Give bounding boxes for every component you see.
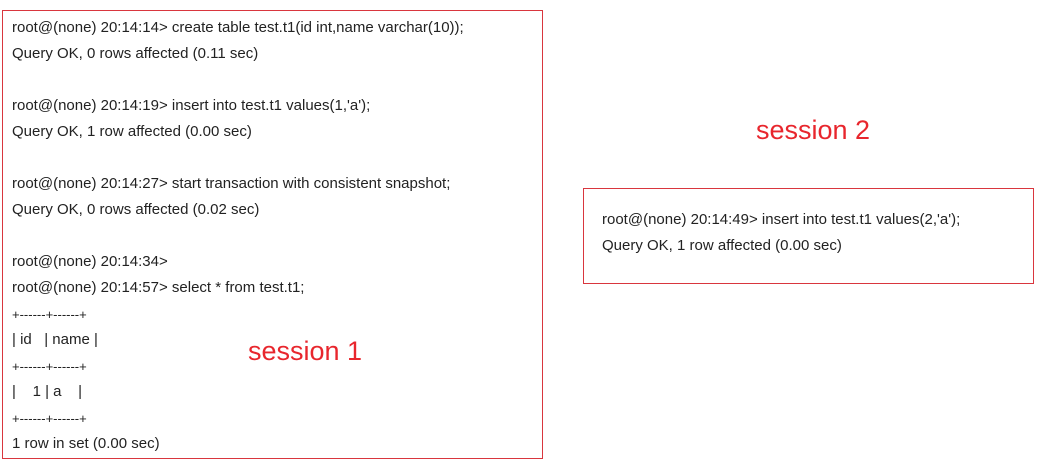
session-2-label: session 2	[756, 115, 871, 145]
session-1-terminal-panel: root@(none) 20:14:14> create table test.…	[2, 10, 543, 459]
result-table-header: | id | name |	[12, 331, 98, 348]
session-1-label: session 1	[248, 336, 363, 366]
result-table-border: +------+------+	[12, 411, 87, 426]
terminal-line: root@(none) 20:14:14> create table test.…	[12, 19, 464, 36]
terminal-line: Query OK, 1 row affected (0.00 sec)	[12, 123, 252, 140]
terminal-line: Query OK, 0 rows affected (0.02 sec)	[12, 201, 260, 218]
terminal-line: root@(none) 20:14:57> select * from test…	[12, 279, 305, 296]
terminal-line: root@(none) 20:14:19> insert into test.t…	[12, 97, 371, 114]
terminal-line: root@(none) 20:14:27> start transaction …	[12, 175, 451, 192]
result-table-border: +------+------+	[12, 359, 87, 374]
terminal-line: root@(none) 20:14:49> insert into test.t…	[602, 211, 961, 228]
terminal-line: 1 row in set (0.00 sec)	[12, 435, 160, 452]
result-table-row: | 1 | a |	[12, 383, 83, 400]
terminal-line: Query OK, 1 row affected (0.00 sec)	[602, 237, 842, 254]
session-2-terminal-panel: root@(none) 20:14:49> insert into test.t…	[583, 188, 1034, 284]
terminal-line: root@(none) 20:14:34>	[12, 253, 168, 270]
terminal-line: Query OK, 0 rows affected (0.11 sec)	[12, 45, 259, 62]
result-table-border: +------+------+	[12, 307, 87, 322]
